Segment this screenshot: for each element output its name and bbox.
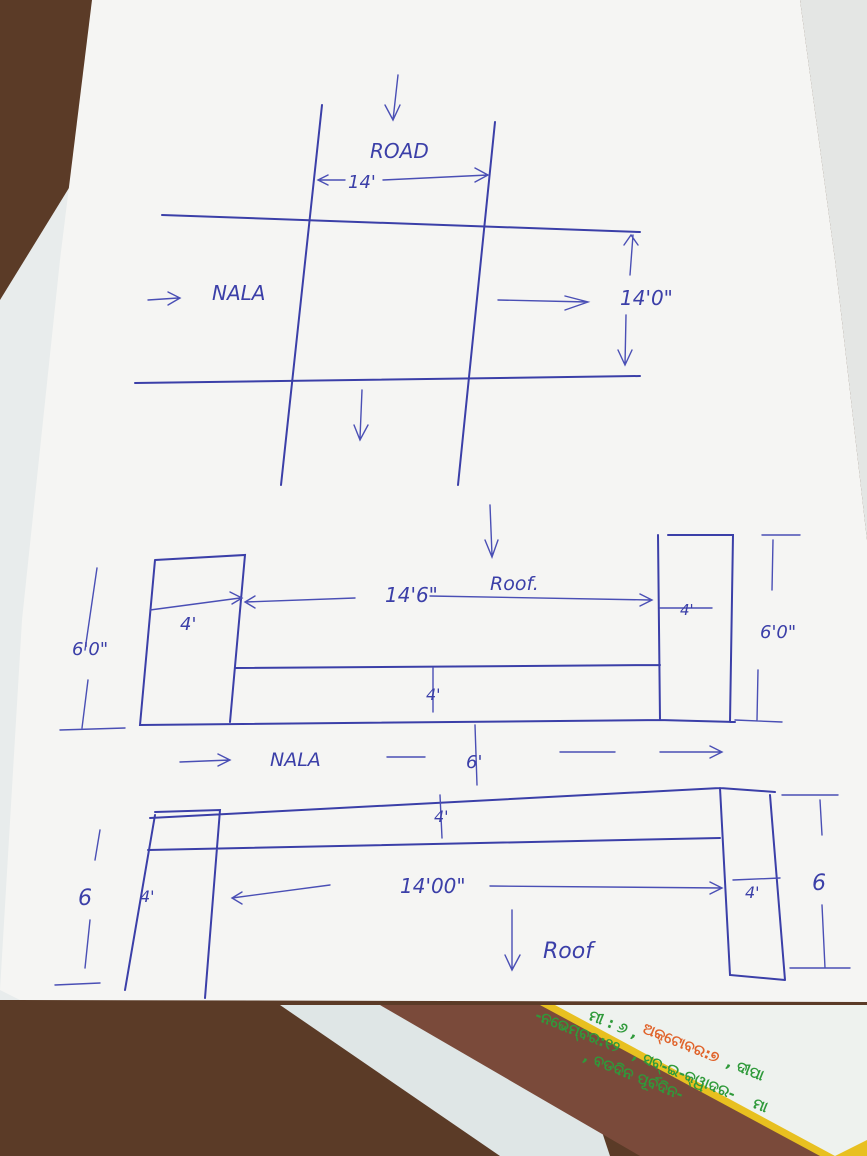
- nala-label-top: NALA: [212, 281, 265, 305]
- road-label: ROAD: [370, 139, 429, 163]
- page-edge: [800, 0, 867, 540]
- upper-section-sketch: 14'6" Roof. 4' 6'0" 4' 6'0" 4': [59, 504, 801, 731]
- upper-slab-depth-label: 4': [426, 685, 441, 704]
- nala-width-label: 14'0": [620, 286, 673, 310]
- lower-left-height-label: 6: [78, 886, 92, 911]
- nala-gap-label: 6': [466, 752, 482, 773]
- upper-right-height-label: 6'0": [760, 622, 796, 643]
- calendar-text-2c: ମା: [750, 1094, 771, 1116]
- notebook-page: [0, 0, 867, 1002]
- lower-left-width-label: 4': [140, 887, 155, 906]
- upper-left-height-label: 6'0": [72, 639, 108, 660]
- upper-span-label: 14'6": [385, 583, 438, 607]
- lower-right-height-label: 6: [812, 871, 826, 896]
- lower-roof-label: Roof: [543, 939, 596, 964]
- upper-right-width-label: 4': [680, 601, 694, 619]
- nala-middle: NALA 6': [179, 724, 724, 786]
- lower-section-sketch: 4' 6 4' 14'00" 4' 6 Roof: [54, 786, 851, 999]
- calendar-poster: ମୀ : ୬ , ଅକ୍ଟୋବର:୭ , ଦୀପା -ନଭେମ୍ବର:୧୨ , …: [380, 1005, 867, 1156]
- lower-span-label: 14'00": [400, 874, 466, 898]
- lower-right-width-label: 4': [745, 883, 760, 902]
- upper-left-width-label: 4': [180, 614, 196, 635]
- road-width-label: 14': [348, 172, 376, 193]
- upper-roof-label: Roof.: [490, 573, 539, 595]
- top-plan-sketch: ROAD 14' NALA 14'0": [134, 74, 673, 486]
- nala-label-middle: NALA: [270, 749, 321, 771]
- lower-slab-depth-label: 4': [434, 807, 449, 826]
